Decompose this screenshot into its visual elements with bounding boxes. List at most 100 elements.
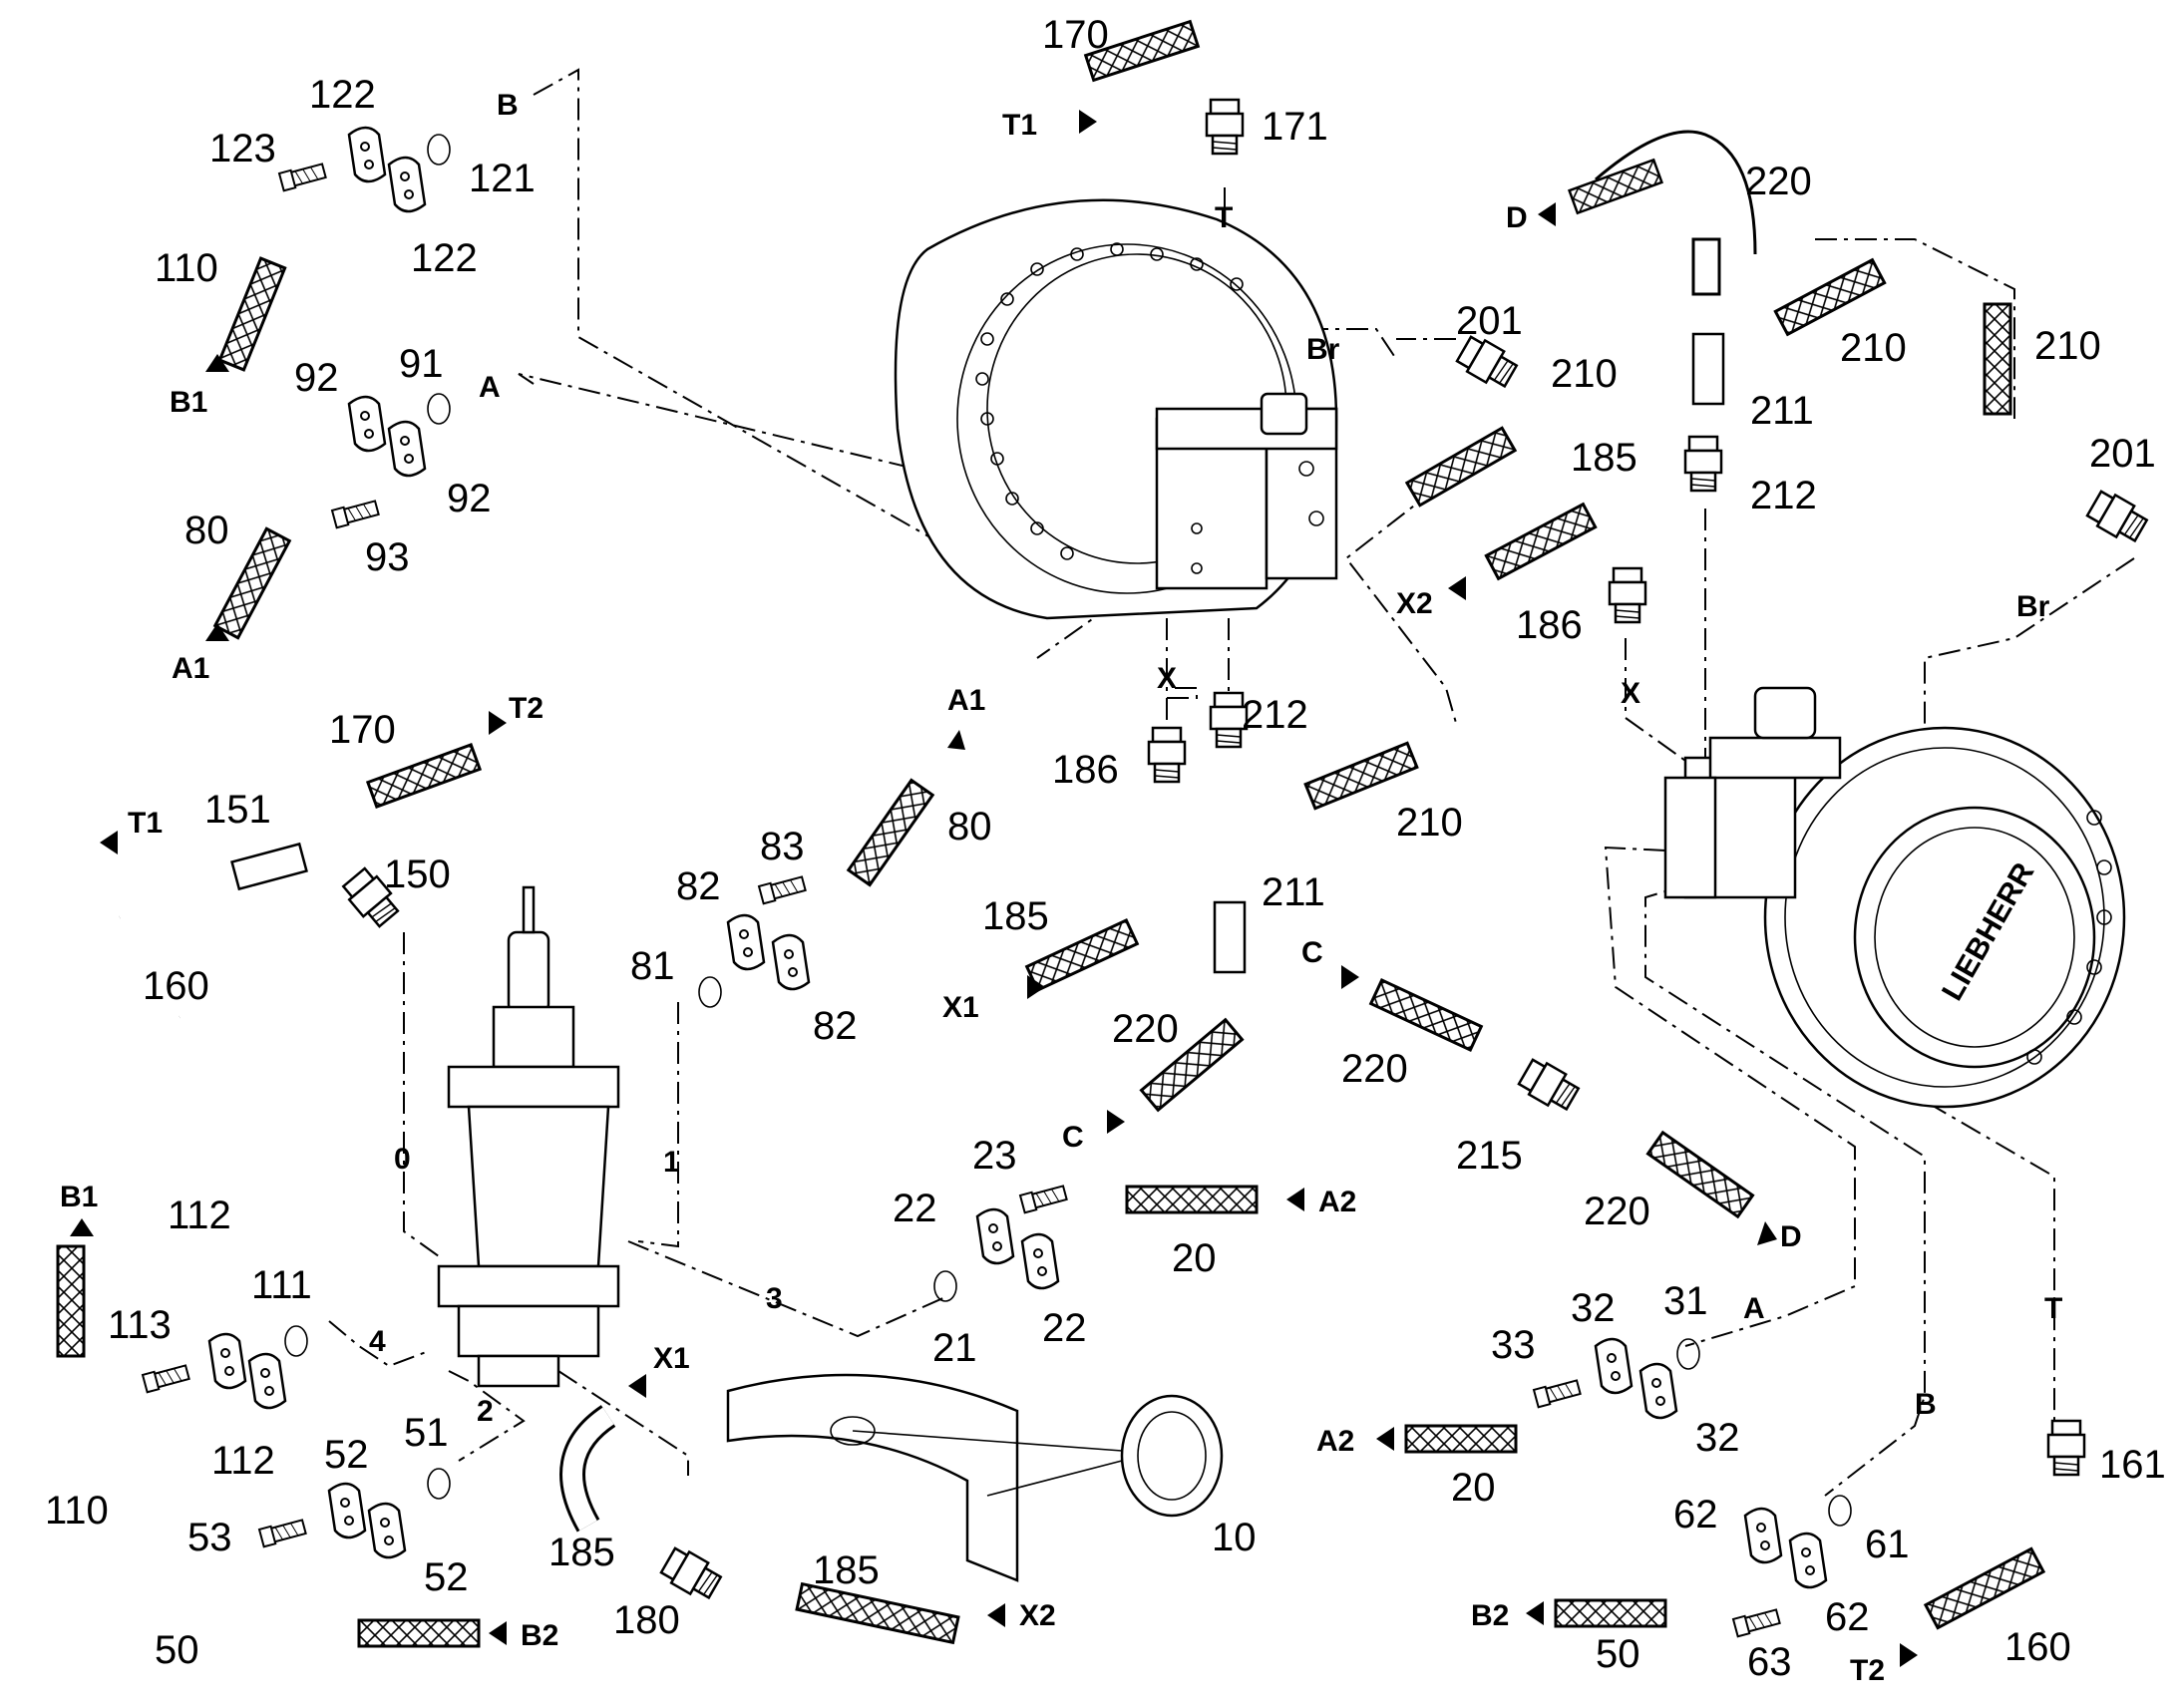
part-label: 1	[663, 1146, 680, 1179]
connection-letter: A	[1743, 1292, 1765, 1325]
port-tag: X1	[653, 1342, 690, 1375]
part-label: 62	[1825, 1595, 1870, 1639]
connection-letter: B	[1915, 1388, 1937, 1421]
clamps-and-bolts	[142, 126, 1852, 1638]
part-label: 211	[1262, 870, 1325, 914]
part-label: 92	[294, 356, 339, 400]
part-label: 0	[394, 1143, 411, 1176]
part-label: 2	[477, 1395, 494, 1428]
part-label: 93	[365, 535, 410, 579]
part-label: 171	[1262, 105, 1328, 149]
port-tag: A1	[947, 684, 985, 717]
part-label: 210	[1396, 801, 1463, 845]
part-label: 51	[404, 1411, 449, 1455]
part-label: 212	[1242, 693, 1308, 737]
port-tag: T2	[509, 692, 544, 725]
part-label: 32	[1695, 1416, 1740, 1460]
part-label: 220	[1745, 160, 1812, 203]
connection-letter: Br	[1306, 333, 1340, 366]
port-tag: T1	[1002, 109, 1037, 142]
part-label: 62	[1673, 1493, 1718, 1537]
port-tag: A1	[172, 652, 209, 685]
part-label: 111	[251, 1263, 312, 1307]
port-tag: B2	[521, 1619, 558, 1652]
part-label: 63	[1747, 1640, 1792, 1684]
part-label: 92	[447, 477, 492, 520]
port-tag: A2	[1316, 1425, 1354, 1458]
part-label: 160	[2004, 1625, 2071, 1669]
part-label: 112	[211, 1439, 275, 1483]
part-label: 20	[1451, 1466, 1496, 1510]
part-label: 3	[766, 1282, 783, 1315]
flow-arrows	[70, 110, 1918, 1667]
port-tag: B2	[1471, 1599, 1509, 1632]
part-label: 121	[469, 157, 536, 200]
fittings	[230, 98, 2152, 1604]
part-label: 186	[1052, 748, 1119, 792]
port-tag: D	[1506, 201, 1528, 234]
port-tag: T2	[1850, 1654, 1885, 1687]
port-tag: D	[1780, 1220, 1802, 1253]
part-label: 186	[1516, 603, 1583, 647]
connection-letter: X	[1157, 662, 1177, 695]
part-label: 61	[1865, 1523, 1910, 1566]
connection-letter: T	[1215, 201, 1233, 234]
part-label: 31	[1663, 1279, 1708, 1323]
port-tag: X1	[942, 991, 979, 1024]
connection-letter: X	[1621, 677, 1640, 710]
part-label: 113	[108, 1303, 172, 1347]
part-label: 20	[1172, 1236, 1217, 1280]
part-label: 201	[2089, 432, 2156, 476]
part-label: 180	[613, 1598, 680, 1642]
port-tag: A2	[1318, 1186, 1356, 1218]
part-label: 33	[1491, 1323, 1536, 1367]
connection-letter: T	[2044, 1292, 2062, 1325]
part-label: 4	[369, 1325, 386, 1358]
part-label: 215	[1456, 1134, 1523, 1178]
part-label: 170	[329, 708, 396, 752]
hoses	[9, 19, 2046, 1648]
part-label: 161	[2099, 1443, 2166, 1487]
part-label: 52	[424, 1555, 469, 1599]
part-label: 220	[1584, 1190, 1650, 1233]
travel-motor-lower: LIEBHERR	[1663, 686, 2126, 1109]
part-label: 22	[1042, 1306, 1087, 1350]
part-label: 110	[155, 246, 218, 290]
part-label: 220	[1112, 1007, 1179, 1051]
part-number-labels: 170 171 220 123 122 121 122 110 92 91 92…	[45, 13, 2166, 1684]
part-label: 185	[1571, 436, 1637, 480]
part-label: 80	[947, 805, 992, 849]
part-label: 210	[1840, 326, 1907, 370]
part-label: 53	[187, 1516, 232, 1559]
shell-and-seal	[726, 1373, 1224, 1582]
part-label: 91	[399, 342, 444, 386]
part-label: 10	[1212, 1516, 1257, 1559]
connection-letters: B A T Br X X Br A B T	[479, 89, 2062, 1421]
part-label: 50	[155, 1628, 199, 1672]
part-label: 81	[630, 944, 675, 988]
part-label: 82	[813, 1004, 858, 1048]
part-label: 211	[1750, 389, 1814, 433]
part-label: 50	[1596, 1632, 1640, 1676]
connection-letter: B	[497, 89, 519, 122]
part-label: 210	[2034, 324, 2101, 368]
part-label: 185	[982, 894, 1049, 938]
travel-motor-upper	[894, 198, 1338, 620]
part-label: 80	[184, 509, 229, 552]
port-tag: C	[1301, 936, 1323, 969]
part-label: 110	[45, 1489, 109, 1533]
part-label: 122	[411, 236, 478, 280]
part-label: 123	[209, 127, 276, 171]
part-label: 160	[143, 964, 209, 1008]
part-label: 210	[1551, 352, 1618, 396]
port-tag: B1	[170, 386, 207, 419]
part-label: 170	[1042, 13, 1109, 57]
port-tags: T1 D B1 A1 X2 T2 T1 A1 X1 C C D A2 B1 X1…	[60, 109, 1885, 1687]
connection-letter: Br	[2016, 590, 2050, 623]
part-label: 23	[972, 1134, 1017, 1178]
part-label: 22	[893, 1187, 937, 1230]
part-label: 150	[384, 853, 451, 896]
connection-letter: A	[479, 371, 501, 404]
part-label: 52	[324, 1433, 369, 1477]
